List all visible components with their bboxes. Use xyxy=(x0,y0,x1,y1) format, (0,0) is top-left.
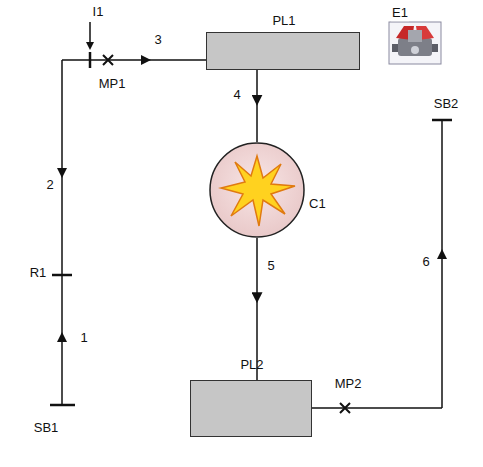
injector-symbol xyxy=(89,52,92,68)
pipe-line xyxy=(61,60,63,405)
component-name: R1 xyxy=(29,265,48,281)
engine-icon xyxy=(389,22,441,64)
component-name: MP2 xyxy=(334,376,363,392)
flow-arrow xyxy=(57,332,67,342)
injector-arrowhead xyxy=(86,42,94,50)
callout-number: 2 xyxy=(45,177,54,193)
callout-number: 5 xyxy=(266,259,275,275)
pipe-line xyxy=(441,120,443,408)
component-name: I1 xyxy=(92,4,105,20)
node-name: C1 xyxy=(309,196,326,212)
callout-number: 3 xyxy=(153,32,162,48)
component-name: E1 xyxy=(391,5,409,21)
combustor-circle: C1 xyxy=(209,142,305,238)
flow-arrows xyxy=(57,42,447,342)
mixing-point-symbol xyxy=(340,403,350,413)
flow-connector xyxy=(256,70,258,142)
callout-number: 6 xyxy=(421,254,430,270)
flow-arrow xyxy=(141,55,151,65)
callout-number: 4 xyxy=(232,87,241,103)
flame-star xyxy=(221,156,295,226)
pipe-line xyxy=(312,407,442,409)
component-name: SB1 xyxy=(33,420,60,436)
injector-arrow xyxy=(89,22,91,44)
component-name: SB2 xyxy=(433,96,460,112)
flow-arrow xyxy=(437,249,447,259)
restrictor-symbol xyxy=(52,274,72,277)
node-name: PL2 xyxy=(240,357,263,373)
plenum-box: PL2 xyxy=(190,380,312,437)
plenum-box: PL1 xyxy=(206,32,360,70)
boundary-symbol xyxy=(432,119,452,122)
node-name: PL1 xyxy=(272,13,295,29)
combustor-body xyxy=(210,143,304,237)
component-name: MP1 xyxy=(98,76,127,92)
callout-number: 1 xyxy=(79,330,88,346)
flow-arrow xyxy=(57,168,67,178)
mixing-point-symbol xyxy=(103,55,113,65)
circle-outline xyxy=(209,142,305,238)
pipe-line xyxy=(62,59,206,61)
